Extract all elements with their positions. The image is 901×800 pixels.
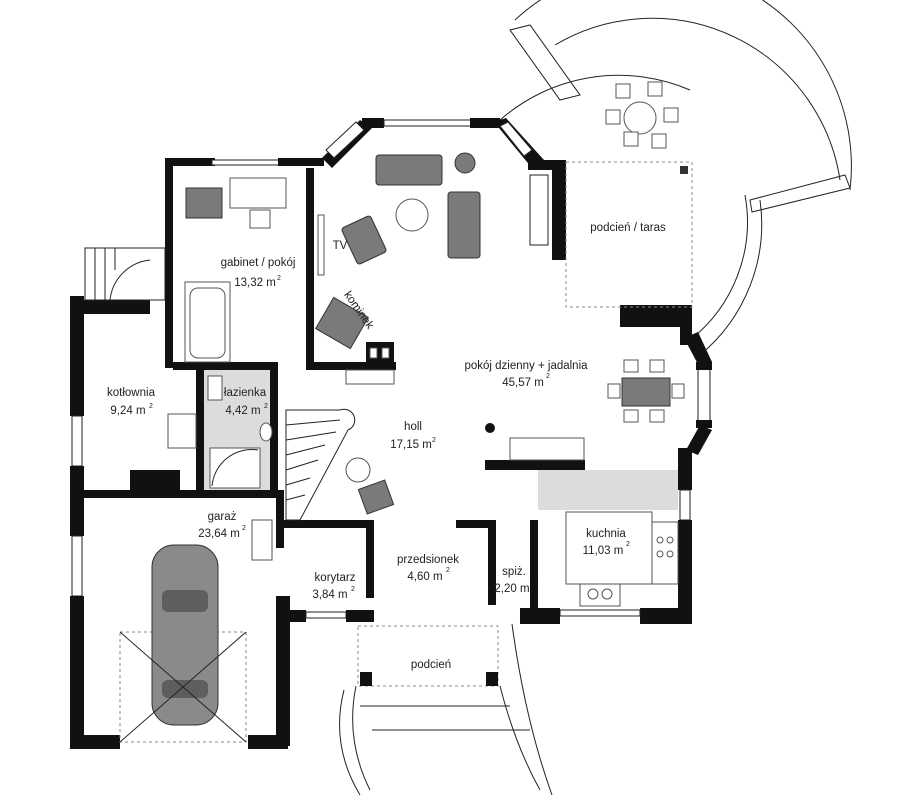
garaz-name: garaż — [208, 511, 237, 523]
gabinet-area: 13,32 m — [234, 277, 276, 289]
korytarz-area-sup: 2 — [351, 586, 355, 593]
korytarz-area: 3,84 m — [312, 589, 347, 601]
lazienka-name: łazienka — [224, 387, 267, 399]
gabinet-furniture — [184, 177, 287, 363]
spiz-name: spiż. — [502, 566, 526, 578]
kuchnia-area — [509, 437, 679, 607]
podcien-name: podcień — [411, 659, 451, 671]
terrace-arcs — [499, 0, 852, 356]
korytarz-name: korytarz — [315, 572, 356, 584]
garaz-area: 23,64 m — [198, 528, 240, 540]
walls — [70, 118, 712, 749]
terrace-furniture — [565, 81, 693, 308]
holl-area: 17,15 m — [390, 439, 432, 451]
przedsionek-area-sup: 2 — [446, 567, 450, 574]
holl-name: holl — [404, 421, 422, 433]
kuchnia-area: 11,03 m — [583, 545, 624, 557]
entrance — [339, 623, 553, 796]
dzienny-name: pokój dzienny + jadalnia — [464, 360, 588, 372]
lazienka-area — [204, 370, 273, 490]
tv-label: TV — [333, 240, 348, 252]
lazienka-area-sup: 2 — [264, 403, 268, 410]
kotlownia-area: 9,24 m — [110, 405, 145, 417]
kuchnia-name: kuchnia — [586, 528, 626, 540]
hall-stairs — [285, 408, 395, 521]
outside-stairs — [84, 247, 166, 301]
dzienny-area-sup: 2 — [546, 373, 550, 380]
boiler — [167, 413, 197, 449]
garaz-area-sup: 2 — [242, 525, 246, 532]
taras-name: podcień / taras — [590, 222, 666, 234]
lazienka-area: 4,42 m — [225, 405, 260, 417]
garage-car — [119, 519, 273, 743]
przedsionek-area: 4,60 m — [407, 571, 442, 583]
living-furniture — [314, 152, 481, 385]
kotlownia-name: kotłownia — [107, 387, 156, 399]
dining-furniture — [485, 359, 685, 433]
gabinet-area-sup: 2 — [277, 275, 281, 282]
dzienny-area: 45,57 m — [502, 377, 544, 389]
gabinet-name: gabinet / pokój — [221, 257, 296, 269]
spiz-area-sup: 2 — [534, 580, 538, 587]
przedsionek-name: przedsionek — [397, 554, 459, 566]
kuchnia-area-sup: 2 — [626, 541, 630, 548]
holl-area-sup: 2 — [432, 437, 436, 444]
spiz-area: 2,20 m — [494, 583, 529, 595]
kotlownia-area-sup: 2 — [149, 403, 153, 410]
